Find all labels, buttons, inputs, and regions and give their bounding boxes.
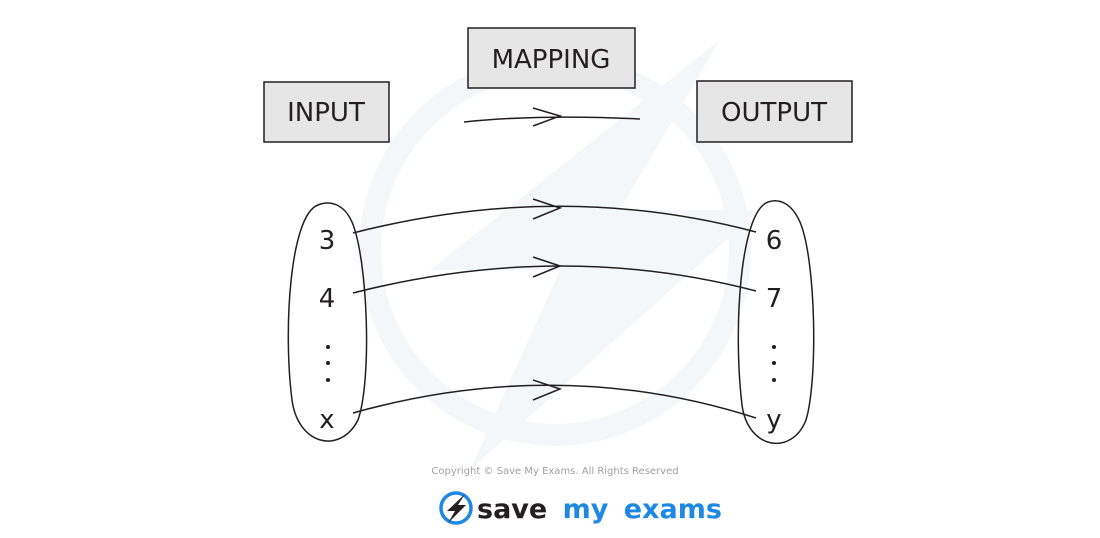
logo-save: save — [477, 494, 547, 525]
lightning-bolt-icon — [439, 491, 473, 525]
arrow-4-to-7 — [352, 256, 757, 294]
arrow-x-to-y — [352, 379, 757, 419]
logo-exams: exams — [624, 494, 722, 525]
save-my-exams-logo: save my exams — [439, 491, 722, 525]
input-ellipsis — [326, 345, 330, 382]
output-value-7: 7 — [766, 284, 783, 314]
arrow-3-to-6 — [352, 198, 757, 234]
output-box: OUTPUT — [696, 80, 853, 143]
output-label: OUTPUT — [721, 98, 827, 128]
mapping-arrow — [463, 107, 641, 127]
mapping-label: MAPPING — [492, 45, 611, 75]
output-set-oval — [737, 200, 815, 445]
input-label: INPUT — [287, 98, 365, 128]
input-value-x: x — [319, 405, 334, 435]
input-value-3: 3 — [319, 226, 336, 256]
input-box: INPUT — [263, 81, 390, 143]
input-value-4: 4 — [319, 284, 336, 314]
logo-my: my — [563, 494, 609, 525]
logo-wordmark: save my exams — [477, 494, 722, 525]
output-value-y: y — [766, 405, 781, 435]
mapping-box: MAPPING — [467, 27, 636, 89]
input-set-oval — [287, 202, 368, 442]
copyright-text: Copyright © Save My Exams. All Rights Re… — [431, 466, 678, 477]
output-ellipsis — [772, 345, 776, 382]
output-value-6: 6 — [766, 226, 783, 256]
